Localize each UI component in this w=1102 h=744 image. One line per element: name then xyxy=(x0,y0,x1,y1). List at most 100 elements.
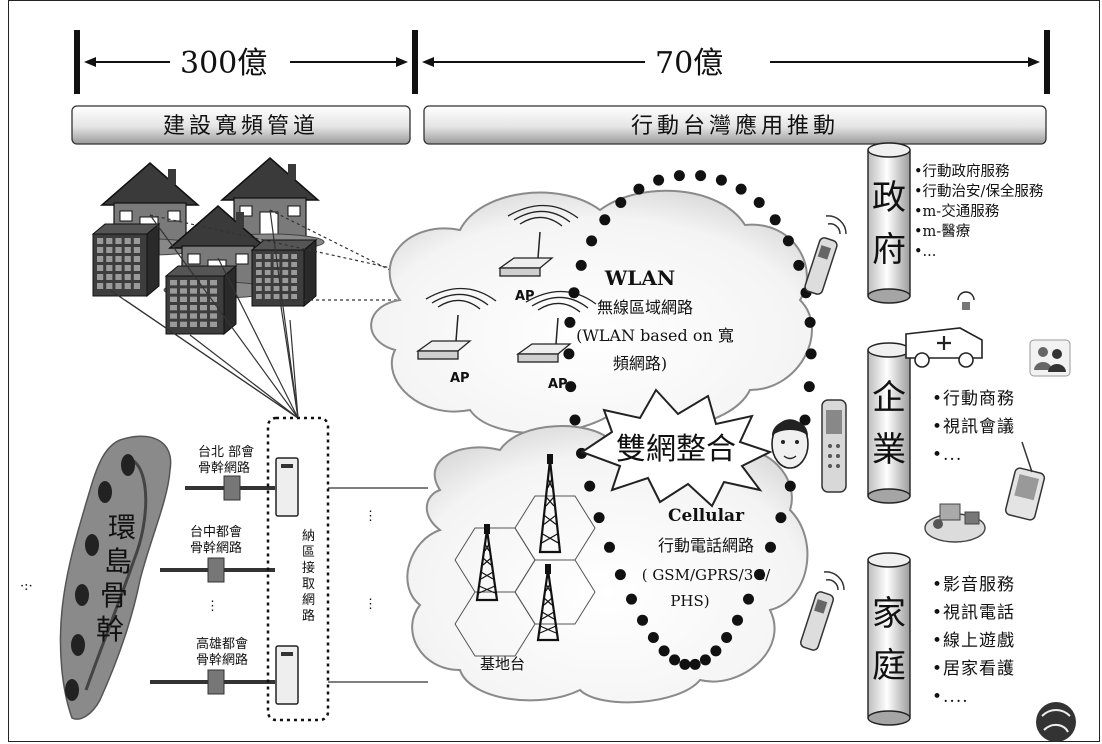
cell-hexagons xyxy=(454,495,596,657)
backbone-dots: ⋮ xyxy=(206,599,219,614)
sector-item: •m-交通服務 xyxy=(914,202,1000,220)
router-icon xyxy=(415,287,497,360)
sector-item: •行動政府服務 xyxy=(914,163,1010,180)
access-net-char: 取 xyxy=(302,577,315,592)
ring-dot xyxy=(699,654,711,666)
ring-dot xyxy=(721,632,733,643)
ring-dot xyxy=(568,287,580,299)
integration-burst: 雙網整合 xyxy=(579,388,773,508)
ring-dot xyxy=(754,569,766,581)
right-phase-bar-label: 行動台灣應用推動 xyxy=(631,113,839,139)
access-net-char: 區 xyxy=(302,545,315,560)
ring-dot xyxy=(765,541,776,553)
ring-dot xyxy=(647,632,659,643)
ring-dot xyxy=(793,259,805,271)
scribble-mark: ·:· xyxy=(20,579,33,594)
island-label-2: 島 xyxy=(104,545,132,578)
sector-item: •.... xyxy=(932,687,969,707)
sector-name-char: 家 xyxy=(872,594,906,634)
left-phase-bar-label: 建設寬頻管道 xyxy=(163,114,319,139)
people-icon xyxy=(1029,339,1071,377)
ring-dot xyxy=(803,381,815,393)
backbone-nodes xyxy=(207,475,241,695)
ap-label: AP xyxy=(548,377,568,392)
building-icon xyxy=(91,222,161,298)
ring-dot xyxy=(565,381,577,393)
wlan-title: WLAN xyxy=(604,266,675,290)
island-label-1: 環 xyxy=(108,511,136,544)
sector-item: •視訊會議 xyxy=(932,417,1015,437)
server-icon xyxy=(275,457,299,517)
tower-icon xyxy=(538,454,562,554)
taipei-backbone-2: 骨幹網路 xyxy=(198,460,250,476)
building-links xyxy=(109,209,420,419)
ring-dot xyxy=(569,414,581,426)
sector-2: 企業•行動商務•視訊會議•... xyxy=(867,342,1015,504)
pda-icon xyxy=(821,399,847,493)
island-label-3: 骨 xyxy=(100,579,128,612)
sector-name-char: 政 xyxy=(872,178,906,218)
ring-dot xyxy=(584,480,596,492)
cellular-line2: ( GSM/GPRS/3G/ xyxy=(642,566,772,584)
application-sectors: 政府•行動政府服務•行動治安/保全服務•m-交通服務•m-醫療•...企業•行動… xyxy=(867,142,1044,726)
ring-dot xyxy=(614,569,626,581)
wlan-cloud: WLAN 無線區域網路 (WLAN based on 寬 頻網路) xyxy=(370,189,813,435)
ring-dot xyxy=(805,348,817,360)
taipei-backbone-1: 台北 部會 xyxy=(198,445,254,460)
ring-dot xyxy=(743,593,754,605)
taiwan-island: 環 島 骨 幹 xyxy=(59,435,172,720)
tower-icon xyxy=(536,564,560,642)
tower-icon xyxy=(475,524,499,602)
building-icon xyxy=(250,238,318,308)
sector-item: •... xyxy=(932,445,962,465)
link-dots: ⋮ xyxy=(364,509,377,524)
ring-dot xyxy=(673,170,685,182)
sector-item: •行動商務 xyxy=(932,389,1015,409)
kaohsiung-backbone-2: 骨幹網路 xyxy=(196,652,248,668)
ap-label: AP xyxy=(515,289,535,304)
ring-dot xyxy=(633,183,645,195)
ring-dot xyxy=(710,645,722,657)
ring-dot xyxy=(626,593,637,605)
island-label-4: 幹 xyxy=(96,613,124,646)
ring-dot xyxy=(679,658,691,670)
cell-towers xyxy=(475,454,562,642)
router-icon xyxy=(515,290,597,363)
ring-dot xyxy=(563,348,575,360)
sector-1: 政府•行動政府服務•行動治安/保全服務•m-交通服務•m-醫療•... xyxy=(867,142,1044,304)
ring-dot xyxy=(575,259,587,271)
sector-name-char: 庭 xyxy=(872,646,906,686)
homes-cluster xyxy=(91,157,325,336)
ring-dot xyxy=(775,512,787,524)
sector-item: •行動治安/保全服務 xyxy=(914,182,1044,200)
pda-icon xyxy=(1004,441,1046,521)
access-net-char: 網 xyxy=(302,593,315,608)
sector-name-char: 業 xyxy=(872,430,906,470)
phase-bars: 建設寬頻管道 行動台灣應用推動 xyxy=(71,105,1047,145)
sector-item: •線上遊戲 xyxy=(932,631,1015,651)
cellular-line3: PHS) xyxy=(670,592,709,610)
access-net-char: 納 xyxy=(302,529,315,544)
ambulance-icon xyxy=(905,291,983,368)
ring-dot xyxy=(689,658,701,670)
ring-dot xyxy=(658,645,670,657)
globe-icon xyxy=(1036,702,1076,742)
ring-dot xyxy=(735,183,747,195)
sector-item: •居家看護 xyxy=(932,659,1015,679)
ring-dot xyxy=(604,541,615,553)
wlan-line2: (WLAN based on 寬 xyxy=(576,326,734,345)
integration-label: 雙網整合 xyxy=(616,432,736,467)
server-icon xyxy=(275,645,299,705)
budget-header: 300億 70億 xyxy=(74,30,1050,94)
ring-dot xyxy=(564,316,576,328)
ring-dot xyxy=(669,654,681,666)
ring-dot xyxy=(593,512,605,524)
sector-item: •m-醫療 xyxy=(914,223,971,240)
ring-dot xyxy=(715,174,727,186)
link-dots: ⋮ xyxy=(364,597,377,612)
face-icon xyxy=(771,419,809,469)
diagram-frame xyxy=(8,0,1100,742)
wlan-line1: 無線區域網路 xyxy=(597,298,693,317)
sector-item: •視訊電話 xyxy=(932,603,1015,623)
